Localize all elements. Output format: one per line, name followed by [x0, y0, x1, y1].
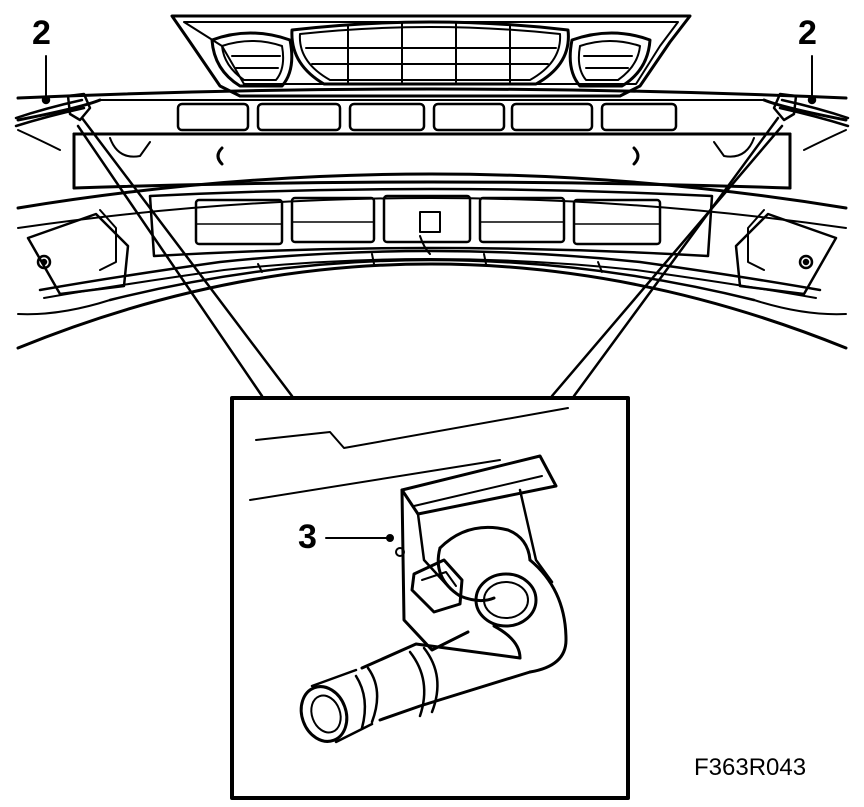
callout-label-detail: 3 [298, 518, 317, 556]
upper-slots [178, 104, 676, 130]
callout-leaders [46, 56, 812, 98]
detail-view-frame [232, 398, 628, 798]
callout-label-right: 2 [798, 14, 817, 52]
detail-view-content [250, 408, 568, 748]
bumper-body [18, 89, 846, 228]
right-clip [774, 94, 848, 126]
side-pockets [28, 210, 836, 294]
front-grille [172, 16, 690, 96]
callout-label-left: 2 [32, 14, 51, 52]
lower-intake [150, 189, 712, 256]
grille-slats [306, 22, 556, 82]
figure-code: F363R043 [694, 754, 807, 781]
zoom-projection-lines [78, 118, 782, 396]
lower-spoiler [18, 260, 846, 348]
